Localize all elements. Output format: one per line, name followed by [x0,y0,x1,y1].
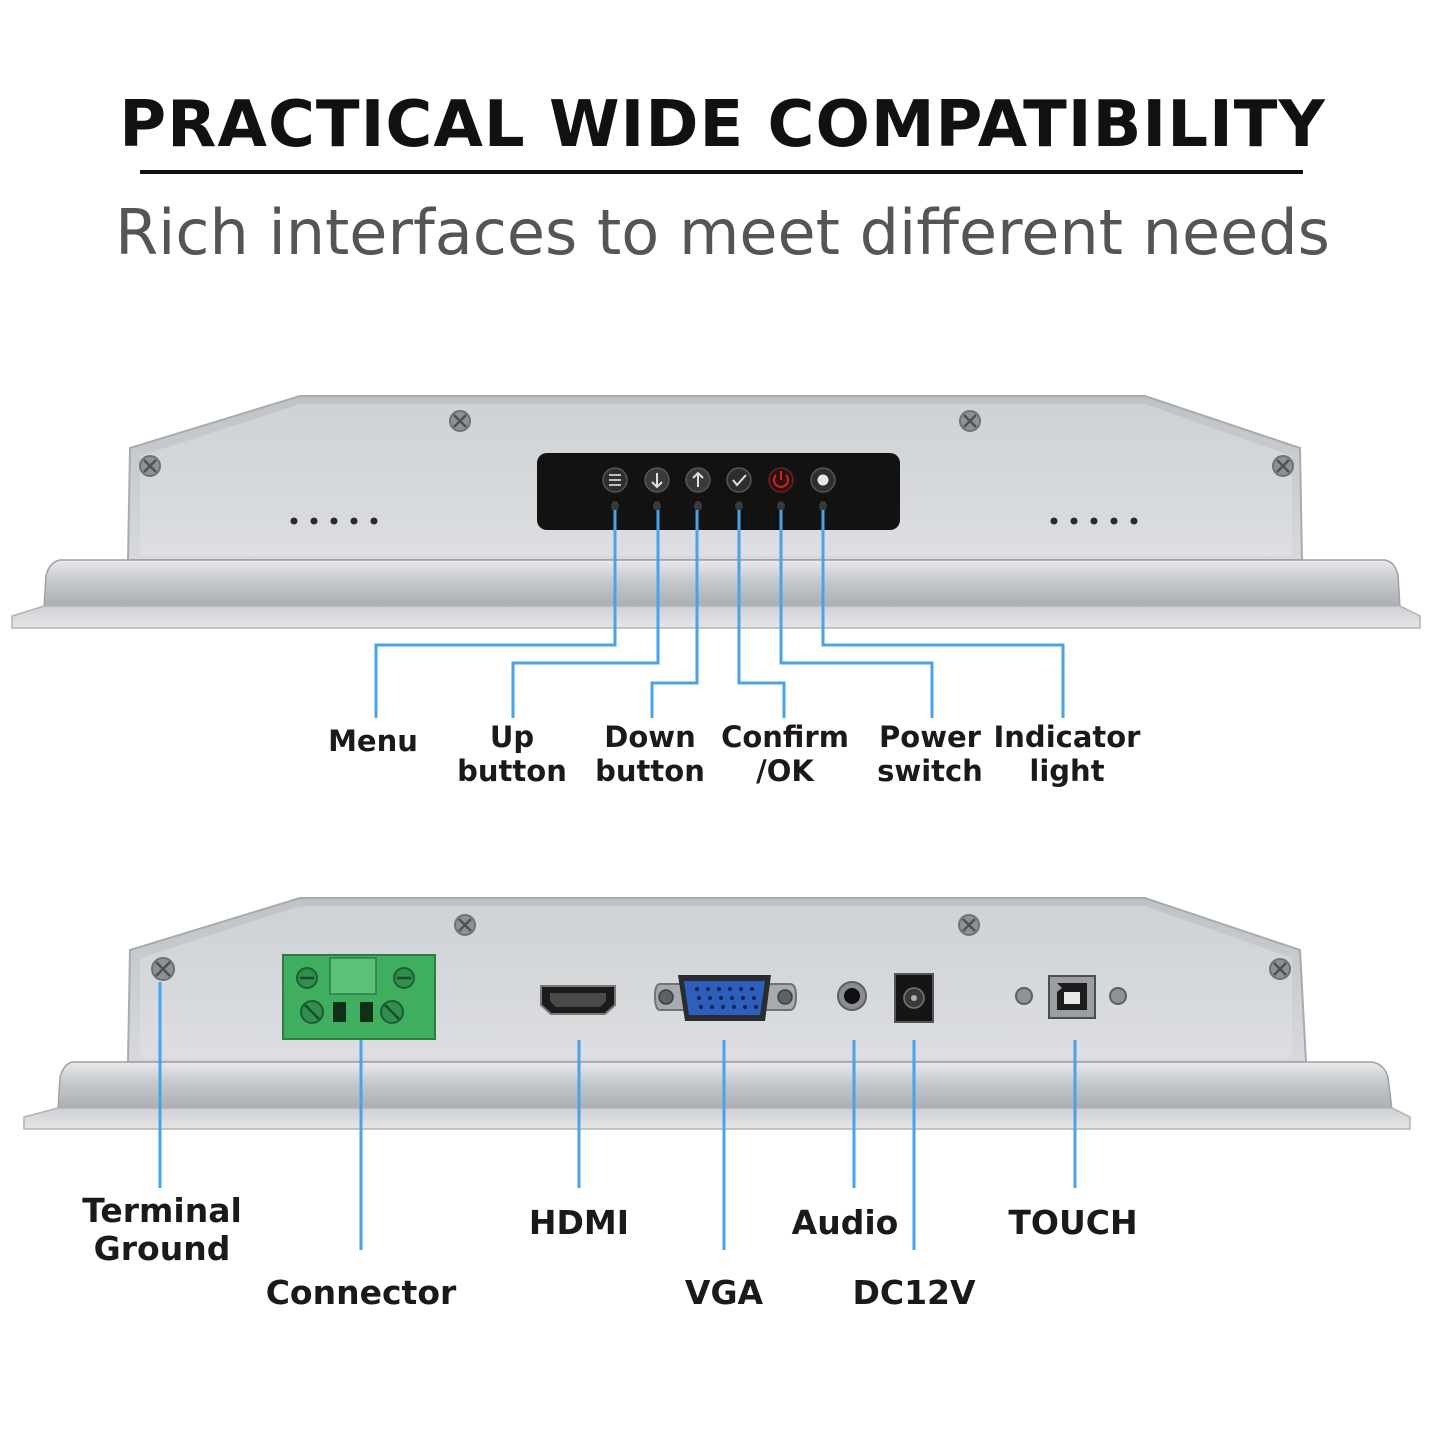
page-subtitle: Rich interfaces to meet different needs [115,196,1330,269]
power-icon[interactable] [768,467,794,493]
label-touch-text: TOUCH [1008,1203,1138,1242]
rear-panel [23,897,1411,1130]
label-up-line2: button [457,754,567,788]
dc-jack[interactable] [894,973,934,1023]
label-connector-text: Connector [265,1273,457,1312]
rear-callout-lines [158,982,1077,1250]
label-menu: Menu [283,724,463,758]
screw [1272,455,1294,477]
label-power-line1: Power [879,720,981,754]
label-hdmi: HDMI [459,1204,699,1242]
up-arrow-icon[interactable] [685,467,711,493]
screw [139,455,161,477]
page-title: PRACTICAL WIDE COMPATIBILITY [119,88,1326,162]
label-touch: TOUCH [953,1204,1193,1242]
vent-holes-right [1050,517,1138,525]
audio-jack[interactable] [837,981,867,1011]
label-indicator-light: Indicator light [977,720,1157,788]
label-down-button: Down button [560,720,740,788]
ground-screw [151,957,175,981]
label-terminal-line2: Ground [93,1229,231,1268]
keypad-leds [611,501,827,511]
label-confirm-line1: Confirm [721,720,849,754]
label-terminal-ground: Terminal Ground [42,1192,282,1268]
front-panel [11,395,1421,629]
label-dc12v-text: DC12V [852,1273,976,1312]
keypad [537,453,900,530]
hdmi-port[interactable] [540,985,616,1015]
label-terminal-line1: Terminal [82,1191,242,1230]
usb-b-port[interactable] [1015,975,1127,1019]
label-down-line2: button [595,754,705,788]
screw [449,410,471,432]
label-up-button: Up button [422,720,602,788]
label-power-line2: switch [877,754,983,788]
title-underline [140,170,1303,174]
label-connector: Connector [219,1274,503,1312]
label-power-switch: Power switch [840,720,1020,788]
label-menu-text: Menu [328,724,418,758]
label-audio-text: Audio [791,1203,899,1242]
menu-icon[interactable] [602,467,628,493]
label-up-line1: Up [489,720,535,754]
label-vga-text: VGA [684,1273,764,1312]
vga-port[interactable] [653,975,798,1021]
vent-holes-left [290,517,378,525]
label-down-line1: Down [604,720,696,754]
label-indicator-line2: light [1029,754,1105,788]
down-arrow-icon[interactable] [644,467,670,493]
label-indicator-line1: Indicator [993,720,1141,754]
terminal-block[interactable] [282,954,436,1040]
screw [1269,958,1291,980]
dot-icon [810,467,836,493]
check-icon[interactable] [726,467,752,493]
front-callout-lines [374,510,1065,718]
label-audio: Audio [725,1204,965,1242]
screw [959,410,981,432]
label-confirm-line2: /OK [756,754,814,788]
screw [454,914,476,936]
label-dc12v: DC12V [794,1274,1034,1312]
label-hdmi-text: HDMI [528,1203,630,1242]
screw [958,914,980,936]
label-confirm-ok: Confirm /OK [695,720,875,788]
label-vga: VGA [604,1274,844,1312]
